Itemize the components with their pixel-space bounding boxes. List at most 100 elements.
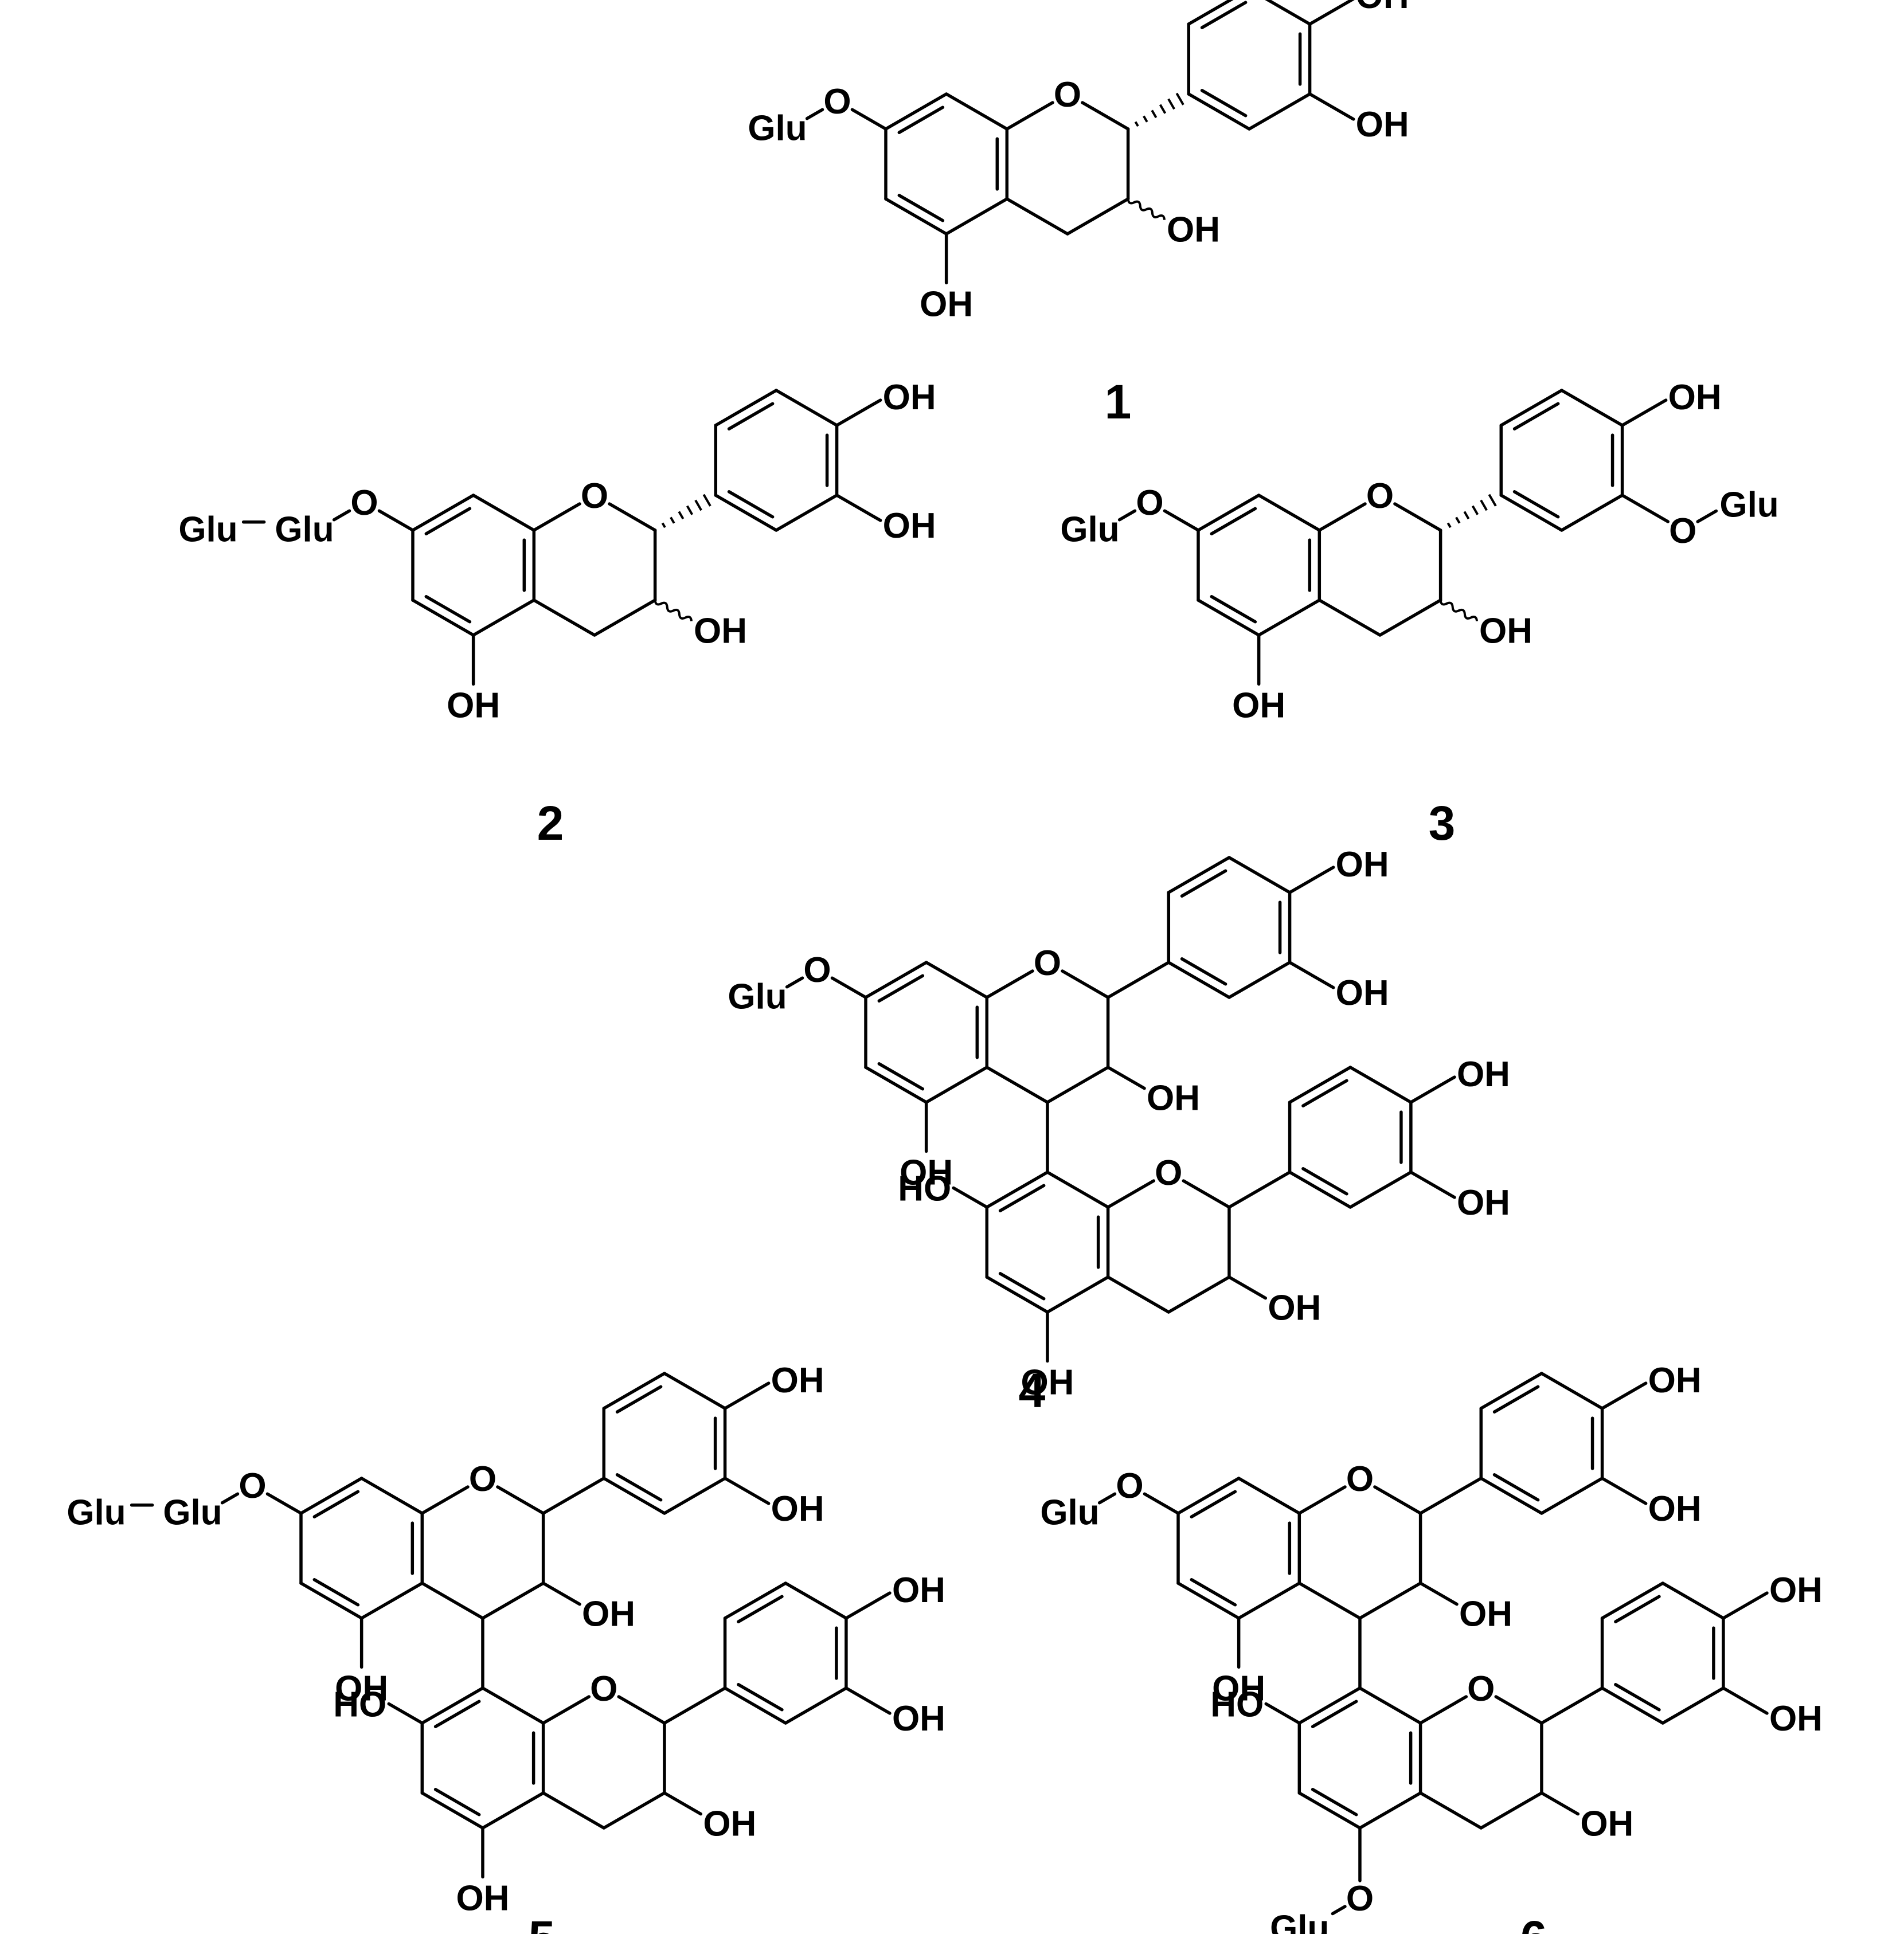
- upper-ring-b-bond: [1540, 1372, 1604, 1410]
- upper-ring-oxygen-label: O: [1346, 1459, 1374, 1499]
- upper-hydroxyl-5-label: OH: [335, 1669, 388, 1708]
- double-bond: [312, 1578, 360, 1607]
- hashed-stereo-bond: [1463, 511, 1470, 520]
- upper-bond: [785, 976, 804, 989]
- upper-ring-b-bond: [1479, 1477, 1543, 1515]
- double-bond: [727, 402, 775, 430]
- lower-ring-a-bond: [420, 1791, 484, 1830]
- upper-ring-c-bond: [496, 1485, 545, 1515]
- upper-glucose-label: Glu: [748, 109, 807, 148]
- upper-ring-oxygen-label: O: [581, 476, 608, 516]
- lower-bond: [845, 1591, 892, 1620]
- lower-c2-aryl-bond: [1227, 1170, 1292, 1209]
- compound-number-label: 2: [537, 796, 564, 850]
- upper-hydroxyl-5-label: OH: [1212, 1669, 1265, 1708]
- wavy-stereo-bond: [654, 600, 693, 621]
- lower-ring-a-bond: [985, 1170, 1049, 1209]
- hashed-stereo-bond: [1167, 98, 1175, 110]
- upper-ring-c-bond: [1005, 197, 1069, 236]
- upper-hydroxyl-3-label: OH: [1147, 1079, 1200, 1118]
- upper-glucose-label: Glu: [163, 1493, 222, 1533]
- upper-bond: [332, 509, 351, 522]
- hashed-stereo-bond: [1159, 104, 1167, 114]
- upper-ring-c-bond: [1046, 1066, 1110, 1104]
- upper-ring-a-bond: [1237, 1581, 1301, 1620]
- double-bond: [877, 974, 925, 1003]
- upper-glucose-label: Glu: [1060, 510, 1119, 550]
- lower-hydroxyl-3p-label: OH: [892, 1699, 945, 1739]
- lower-hydroxyl-3p-label: OH: [1769, 1699, 1823, 1739]
- lower-ether-oxygen-5-label: O: [1346, 1879, 1374, 1919]
- lower-bond: [387, 1702, 424, 1725]
- lower-ring-c-bond: [1167, 1275, 1231, 1314]
- lower-c2-aryl-bond: [663, 1686, 727, 1725]
- upper-ring-c-bond: [1358, 1581, 1422, 1620]
- upper-bond: [1308, 0, 1355, 26]
- double-bond: [1311, 1700, 1358, 1728]
- upper-hydroxyl-3p-label: OH: [771, 1489, 824, 1529]
- double-bond: [1190, 1578, 1237, 1607]
- upper-hydroxyl-3-label: OH: [694, 612, 747, 651]
- upper-ether-oxygen-7-label: O: [823, 82, 851, 122]
- upper-c2-aryl-bond: [1418, 1477, 1483, 1515]
- upper-bond: [1288, 866, 1335, 894]
- upper-bond: [1620, 494, 1670, 523]
- double-bond: [1492, 1473, 1540, 1502]
- upper-hydroxyl-3p-label: OH: [1648, 1489, 1702, 1529]
- lower-hydroxyl-3-label: OH: [1268, 1289, 1321, 1328]
- double-bond: [877, 1062, 925, 1091]
- upper-ring-b-bond: [1560, 494, 1624, 532]
- double-bond: [433, 1700, 481, 1728]
- upper-c2-aryl-bond: [1106, 961, 1171, 999]
- upper-bond: [1308, 92, 1355, 121]
- lower-ring-b-bond: [1661, 1581, 1725, 1620]
- upper-ring-c-bond: [593, 598, 657, 637]
- upper-ether-oxygen-7-label: O: [1136, 483, 1163, 523]
- upper-ring-c-bond: [1378, 598, 1442, 637]
- upper-ring-a-bond: [1257, 494, 1322, 532]
- upper-ring-a-bond: [1197, 494, 1261, 532]
- double-bond: [727, 490, 775, 519]
- double-bond: [737, 1683, 784, 1712]
- upper-ring-a-bond: [944, 92, 1009, 131]
- double-bond: [1512, 490, 1560, 519]
- double-bond: [1180, 957, 1227, 986]
- upper-ring-b-bond: [1187, 92, 1251, 131]
- lower-ring-b-bond: [1600, 1581, 1664, 1620]
- lower-ring-a-bond: [1046, 1275, 1110, 1314]
- upper-ether-oxygen-7-label: O: [803, 950, 831, 990]
- double-bond: [615, 1473, 663, 1502]
- upper-bond: [265, 1492, 303, 1515]
- upper-ring-oxygen-label: O: [1034, 943, 1061, 983]
- upper-ring-c-bond: [420, 1485, 470, 1515]
- upper-ring-a-bond: [1176, 1581, 1241, 1620]
- double-bond: [312, 1490, 360, 1518]
- lower-ring-a-bond: [1358, 1686, 1422, 1725]
- upper-ring-b-bond: [1499, 494, 1563, 532]
- upper-hydroxyl-3-label: OH: [1479, 612, 1532, 651]
- upper-ring-c-bond: [1393, 502, 1442, 532]
- double-bond: [1200, 1, 1248, 29]
- compound-number-label: 3: [1429, 796, 1456, 850]
- lower-bond: [1331, 1905, 1347, 1916]
- double-bond: [1512, 402, 1560, 430]
- double-bond: [1492, 1385, 1540, 1414]
- double-bond: [1614, 1595, 1661, 1623]
- lower-ring-a-bond: [1358, 1791, 1422, 1830]
- lower-ring-c-bond: [541, 1791, 606, 1830]
- upper-ring-a-bond: [411, 598, 475, 637]
- hashed-stereo-bond: [1151, 109, 1158, 119]
- upper-bond: [1620, 398, 1668, 427]
- upper-ring-c-bond: [608, 502, 657, 532]
- upper-hydroxyl-3-label: OH: [1459, 1595, 1512, 1634]
- upper-bond: [1600, 1381, 1648, 1410]
- upper-ring-b-bond: [663, 1372, 727, 1410]
- lower-hydroxyl-4p-label: OH: [1457, 1055, 1510, 1094]
- lower-ring-a-bond: [1046, 1170, 1110, 1209]
- lower-hydroxyl-7-label: HO: [1210, 1685, 1264, 1724]
- upper-ring-a-bond: [299, 1581, 363, 1620]
- upper-ring-a-bond: [924, 961, 989, 999]
- upper-terminal-glucose-label: Glu: [67, 1493, 126, 1533]
- lower-hydroxyl-4p-label: OH: [1769, 1571, 1823, 1610]
